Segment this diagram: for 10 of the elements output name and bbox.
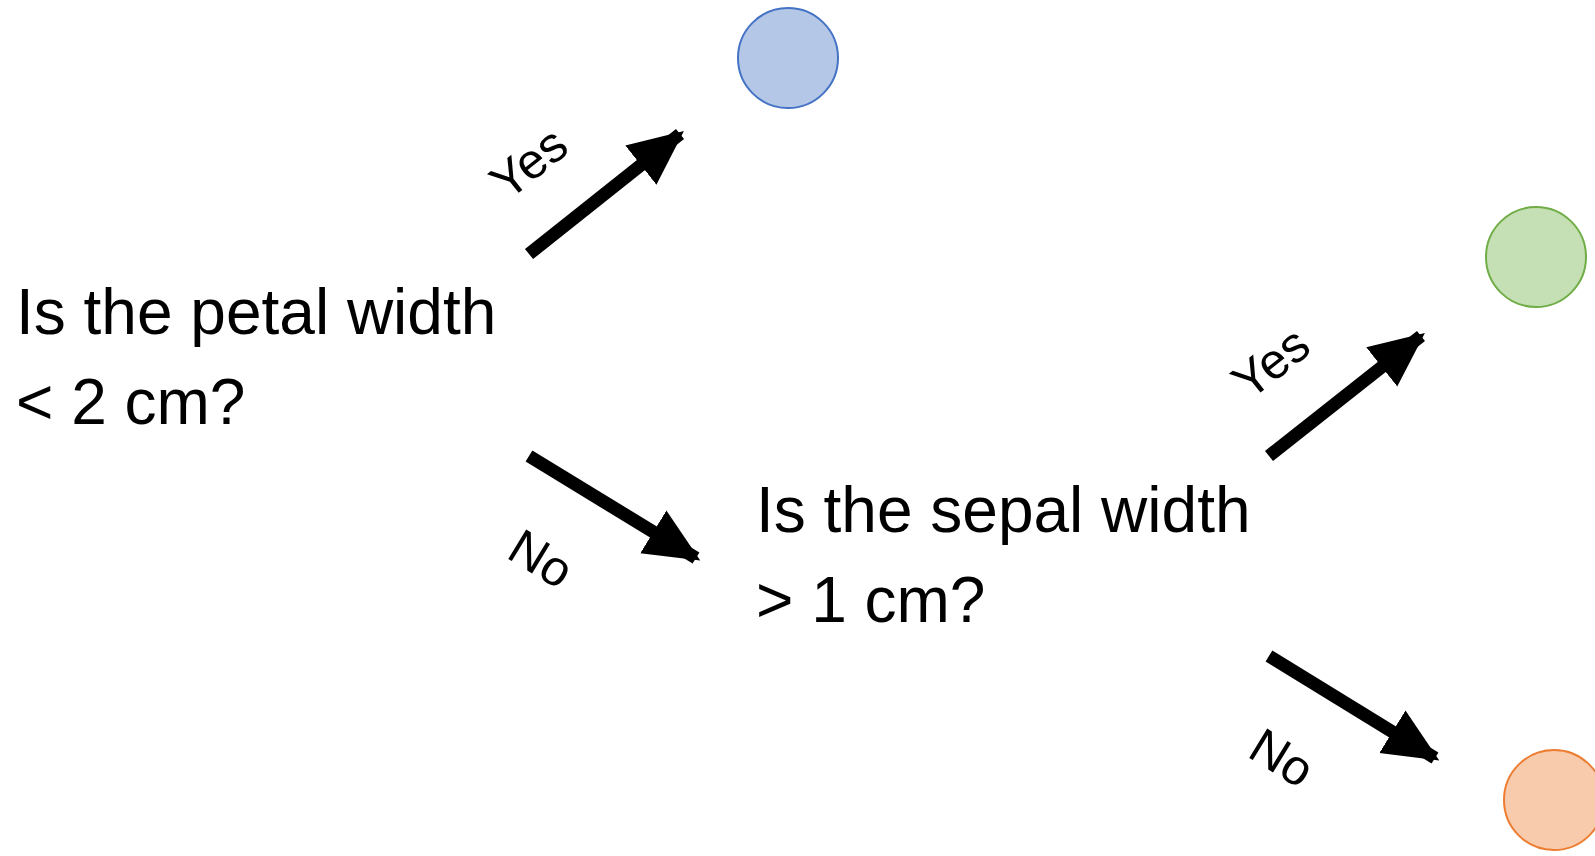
question-text: Is the sepal width > 1 cm? [756,473,1252,638]
edge-label: Yes [479,115,579,211]
question-text: Is the petal width < 2 cm? [16,275,498,440]
arrow [525,450,701,564]
edge-label: Yes [1221,315,1321,411]
arrow [1265,650,1440,764]
edge-label: No [1240,717,1324,799]
arrow [1264,330,1426,462]
arrow [524,128,685,260]
edge-label: No [499,518,583,600]
